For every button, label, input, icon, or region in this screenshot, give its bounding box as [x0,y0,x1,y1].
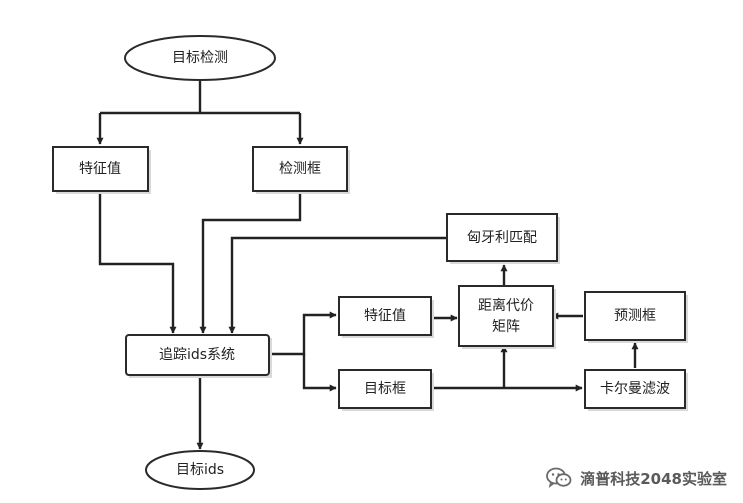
edges [98,79,639,450]
node-label: 特征值 [79,161,121,177]
node-label: 预测框 [614,308,656,324]
wechat-icon [546,467,572,488]
node-label: 追踪ids系统 [159,347,235,363]
node-distance-cost-matrix: 距离代价 矩阵 [458,285,556,349]
node-label: 卡尔曼滤波 [600,381,670,397]
node-kalman-filter: 卡尔曼滤波 [584,369,688,411]
edge-feature-value-1-to-tracking [98,190,177,334]
node-object-detection: 目标检测 [124,35,276,81]
node-label: 目标ids [176,462,224,478]
node-label: 特征值 [364,308,406,324]
node-target-ids: 目标ids [145,450,255,490]
watermark-text: 滴普科技2048实验室 [580,469,727,488]
node-feature-value-1: 特征值 [52,146,151,194]
edge-tracking-to-target-box [302,354,337,392]
edge-detection-box-to-tracking [199,190,302,334]
node-tracking-id-system: 追踪ids系统 [125,334,272,378]
watermark: 滴普科技2048实验室 [546,467,727,489]
node-hungarian-matching: 匈牙利匹配 [446,213,560,264]
edge-hungarian-to-tracking [228,236,447,334]
node-label: 目标检测 [172,50,228,66]
node-target-box: 目标框 [338,369,434,411]
node-label-line-2: 矩阵 [492,319,520,335]
node-feature-value-2: 特征值 [338,296,434,338]
node-label: 目标框 [364,381,406,397]
node-label-line-1: 距离代价 [478,297,534,314]
edge-tracking-branch [270,311,337,356]
edge-to-feature-value-1 [100,111,300,144]
node-prediction-box: 预测框 [584,291,688,343]
node-label: 匈牙利匹配 [467,230,537,246]
node-detection-box: 检测框 [252,146,350,194]
node-label: 检测框 [279,161,321,177]
